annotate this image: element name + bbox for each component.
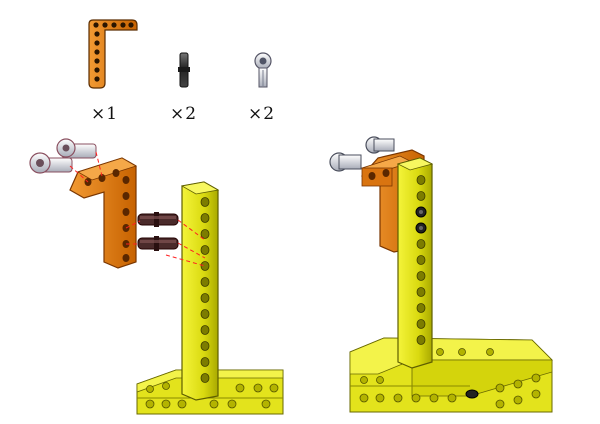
parts-list: [88, 19, 272, 89]
assembly-guide-lines: [69, 151, 206, 267]
gray-axle-joiners-exploded: [29, 138, 97, 174]
exploded-step-view: [29, 138, 284, 415]
black-pin-quantity: ×2: [170, 104, 198, 124]
gray-axle-joiners-attached: [329, 136, 395, 172]
orange-l-beam-quantity: ×1: [91, 104, 119, 124]
orange-l-beam-exploded: [69, 157, 137, 269]
yellow-vertical-beam-right: [396, 157, 434, 369]
yellow-vertical-beam-left: [180, 181, 220, 401]
yellow-base-frame-right: [349, 337, 553, 413]
assembled-result-view: [329, 136, 553, 413]
black-connector-pin-part: [178, 52, 190, 88]
gray-joiner-quantity: ×2: [248, 104, 276, 124]
black-pins-exploded: [137, 212, 179, 251]
orange-l-beam-part: [88, 19, 138, 89]
gray-axle-joiner-part: [254, 52, 272, 88]
